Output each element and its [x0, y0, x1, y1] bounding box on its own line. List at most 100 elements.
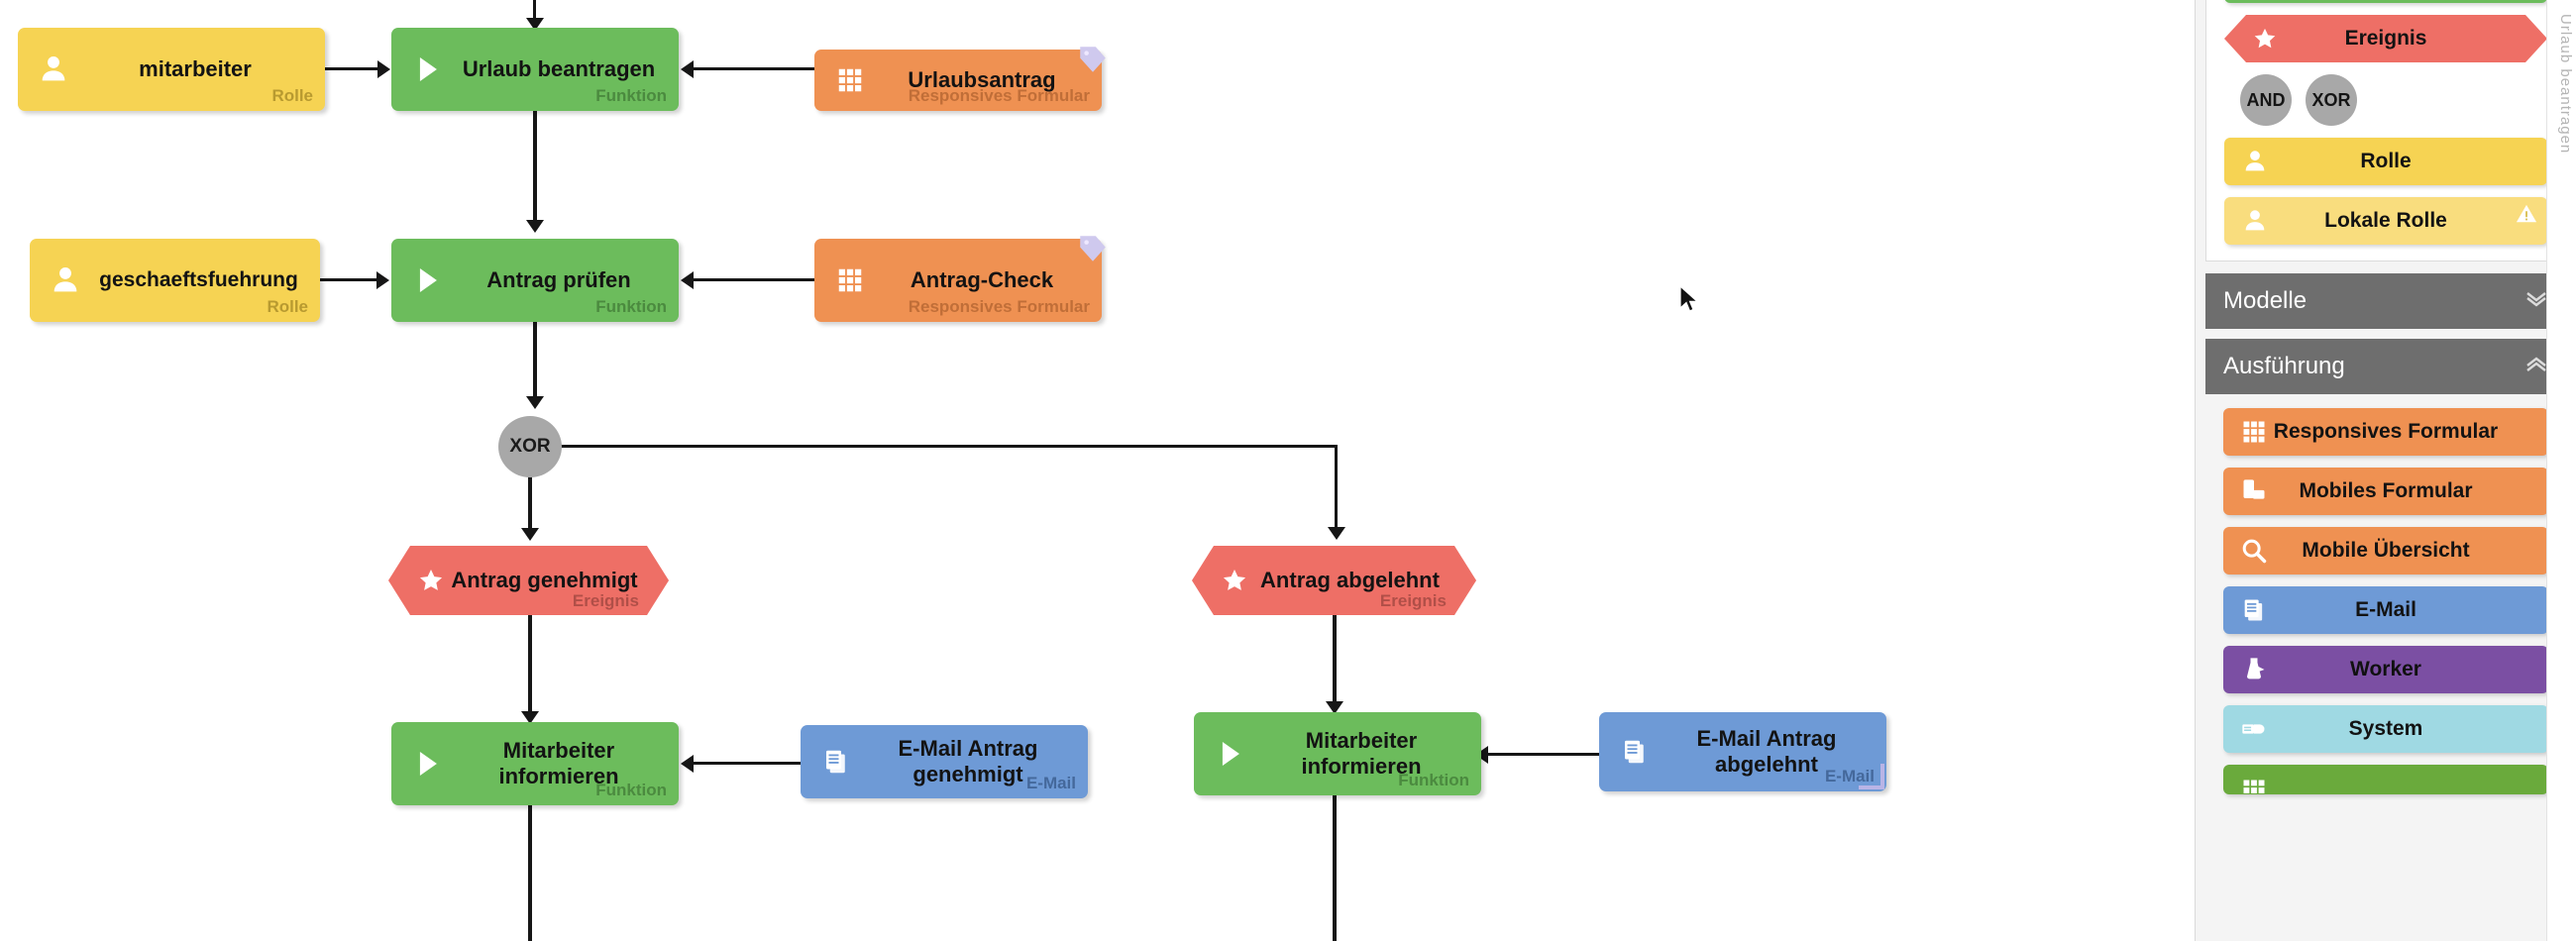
node-role-geschaeftsfuehrung[interactable]: geschaeftsfuehrung Rolle	[30, 239, 320, 322]
edge-gf-pruefen	[320, 278, 377, 281]
arrowhead-antragcheck-pruefen	[681, 271, 694, 289]
palette-item-mobile-uebersicht[interactable]: Mobile Übersicht	[2223, 527, 2548, 575]
node-role-mitarbeiter[interactable]: mitarbeiter Rolle	[18, 28, 325, 111]
arrowhead-mail-genehmigt-info	[681, 755, 694, 773]
palette-item-label: Ereignis	[2344, 27, 2427, 50]
node-label: Antrag-Check	[910, 267, 1054, 293]
palette-item-lokale-rolle[interactable]: Lokale Rolle	[2224, 197, 2547, 245]
arrowhead-right-branch	[1328, 527, 1345, 540]
worker-icon	[2237, 653, 2271, 686]
edge-antragcheck-pruefen	[694, 278, 816, 281]
section-header-modelle[interactable]: Modelle	[2205, 273, 2566, 329]
palette-item-system[interactable]: System	[2223, 705, 2548, 753]
palette-item-label: Mobiles Formular	[2299, 479, 2473, 502]
node-label: Antrag abgelehnt	[1260, 568, 1440, 592]
palette-gateway-xor[interactable]: XOR	[2306, 74, 2357, 126]
palette-item-next-partial[interactable]	[2223, 765, 2548, 794]
edge-xor-genehmigt	[528, 476, 532, 532]
palette-gateway-and[interactable]: AND	[2240, 74, 2292, 126]
palette-item-label: Mobile Übersicht	[2302, 539, 2470, 562]
palette-item-rolle[interactable]: Rolle	[2224, 138, 2547, 185]
palette-item-email[interactable]: E-Mail	[2223, 586, 2548, 634]
diagram-canvas[interactable]: mitarbeiter Rolle Urlaub beantragen Funk…	[0, 0, 2195, 941]
palette-item-mobiles-formular[interactable]: Mobiles Formular	[2223, 468, 2548, 515]
node-stereotype: E-Mail	[1824, 767, 1875, 785]
palette-item-worker[interactable]: Worker	[2223, 646, 2548, 693]
arrowhead-urlaubsantrag-urlaub	[681, 60, 694, 78]
star-icon	[414, 564, 448, 597]
mobile-icon	[2237, 474, 2271, 508]
node-event-antrag-genehmigt[interactable]: Antrag genehmigt Ereignis	[388, 546, 669, 615]
palette-item-ereignis[interactable]: Ereignis	[2224, 15, 2547, 62]
node-stereotype: Rolle	[267, 297, 308, 316]
gateway-xor[interactable]: XOR	[498, 416, 562, 477]
node-label: E-Mail Antrag genehmigt	[898, 736, 1038, 786]
person-icon	[34, 50, 73, 89]
palette-panel-elements: Funktion Ereignis AND XOR	[2205, 0, 2566, 261]
tag-icon	[1076, 43, 1110, 76]
palette-gateway-row: AND XOR	[2240, 74, 2547, 126]
palette-item-label: System	[2348, 717, 2423, 740]
edge-urlaubsantrag-urlaub	[694, 67, 816, 70]
edge-right-branch-down	[1335, 445, 1338, 530]
gateway-label: XOR	[509, 436, 551, 457]
node-stereotype: Funktion	[1398, 771, 1469, 789]
resize-handle[interactable]	[1859, 764, 1884, 789]
node-function-mitarbeiter-informieren-left[interactable]: Mitarbeiter informieren Funktion	[391, 722, 679, 805]
node-function-urlaub-beantragen[interactable]: Urlaub beantragen Funktion	[391, 28, 679, 111]
play-icon	[407, 261, 447, 300]
node-label: Antrag prüfen	[486, 267, 631, 293]
node-stereotype: Responsives Formular	[908, 86, 1090, 105]
edge-top-into-urlaub	[533, 0, 536, 22]
node-form-urlaubsantrag[interactable]: Urlaubsantrag Responsives Formular	[814, 47, 1106, 111]
grid-icon	[830, 261, 870, 300]
node-label: E-Mail Antrag abgelehnt	[1696, 726, 1837, 777]
palette-item-funktion[interactable]: Funktion	[2224, 0, 2547, 3]
section-header-ausfuehrung[interactable]: Ausführung	[2205, 339, 2566, 394]
system-icon	[2237, 712, 2271, 746]
edge-info-left-continue	[528, 805, 532, 941]
chevron-up-icon[interactable]	[2524, 357, 2548, 376]
play-icon	[407, 744, 447, 784]
node-label: Antrag genehmigt	[451, 568, 638, 592]
node-function-antrag-pruefen[interactable]: Antrag prüfen Funktion	[391, 239, 679, 322]
edge-xor-right-branch	[555, 445, 1338, 448]
mouse-cursor	[1678, 284, 1700, 315]
tag-icon	[1076, 232, 1110, 265]
search-icon	[2237, 534, 2271, 568]
arrowhead-xor-genehmigt	[521, 528, 539, 541]
edge-pruefen-xor	[533, 322, 537, 399]
documents-icon	[1615, 732, 1655, 772]
warning-icon	[2516, 203, 2537, 225]
node-label: Urlaub beantragen	[462, 56, 656, 82]
node-form-antrag-check[interactable]: Antrag-Check Responsives Formular	[814, 236, 1106, 322]
arrowhead-genehmigt-info	[521, 711, 539, 724]
node-event-antrag-abgelehnt[interactable]: Antrag abgelehnt Ereignis	[1192, 546, 1476, 615]
node-label: Mitarbeiter informieren	[1301, 728, 1422, 779]
node-email-antrag-abgelehnt[interactable]: E-Mail Antrag abgelehnt E-Mail	[1599, 712, 1886, 791]
element-palette-sidebar[interactable]: Funktion Ereignis AND XOR	[2195, 0, 2576, 941]
play-icon	[1210, 734, 1249, 774]
palette-item-label: Responsives Formular	[2273, 420, 2499, 443]
palette-panel-ausfuehrung: Responsives Formular Mobiles Formular	[2205, 408, 2566, 818]
palette-item-label: Worker	[2350, 658, 2421, 680]
node-stereotype: Responsives Formular	[908, 297, 1090, 316]
chevron-down-icon[interactable]	[2524, 291, 2548, 311]
arrowhead-gf-pruefen	[376, 271, 389, 289]
node-email-antrag-genehmigt[interactable]: E-Mail Antrag genehmigt E-Mail	[801, 725, 1088, 798]
edge-genehmigt-info	[528, 615, 532, 714]
arrowhead-mitarbeiter-urlaub	[377, 60, 390, 78]
node-stereotype: E-Mail	[1025, 774, 1076, 792]
palette-item-label: E-Mail	[2355, 598, 2416, 621]
palette-item-label: Lokale Rolle	[2324, 209, 2447, 232]
star-icon	[1218, 564, 1251, 597]
palette-item-responsives-formular[interactable]: Responsives Formular	[2223, 408, 2548, 456]
node-stereotype: Funktion	[595, 781, 667, 799]
arrowhead-urlaub-pruefen	[526, 220, 544, 233]
right-tab-label: Urlaub beantragen	[2557, 14, 2574, 155]
node-function-mitarbeiter-informieren-right[interactable]: Mitarbeiter informieren Funktion	[1194, 712, 1481, 795]
palette-gateway-label: XOR	[2311, 89, 2351, 110]
right-edge-tab-strip[interactable]: Urlaub beantragen	[2546, 0, 2576, 941]
arrowhead-into-urlaub	[526, 18, 544, 31]
